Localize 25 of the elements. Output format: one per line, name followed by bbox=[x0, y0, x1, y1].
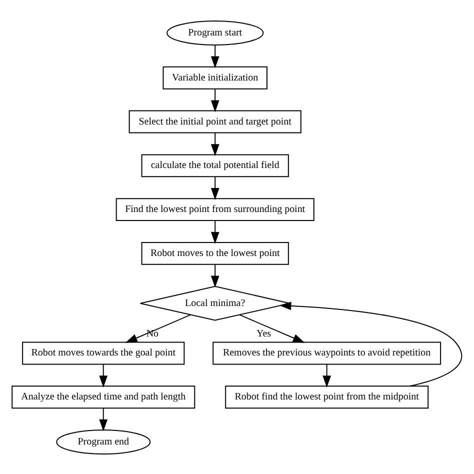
arrow bbox=[210, 220, 220, 244]
edge-label: Yes bbox=[256, 328, 272, 339]
arrow bbox=[210, 132, 220, 156]
arrow bbox=[210, 44, 220, 68]
node-box: calculate the total potential field bbox=[141, 154, 289, 177]
arrow bbox=[99, 363, 108, 388]
node-box: Robot moves to the lowest point bbox=[141, 242, 289, 264]
node-box: Variable initialization bbox=[162, 66, 268, 89]
node-box: Robot find the lowest point from the midpoint bbox=[225, 385, 429, 408]
edge-label: No bbox=[146, 328, 159, 339]
node-box: Robot moves towards the goal point bbox=[22, 341, 185, 364]
node-box: Analyze the elapsed time and path length bbox=[12, 385, 196, 408]
node-box: Find the lowest point from surrounding point bbox=[116, 198, 314, 221]
arrow bbox=[99, 408, 108, 431]
node-ellipse: Program start bbox=[166, 20, 264, 45]
arrow bbox=[210, 264, 220, 288]
arrow bbox=[210, 176, 220, 200]
arrow bbox=[210, 88, 220, 112]
arrow bbox=[279, 301, 462, 386]
arrow bbox=[125, 314, 192, 342]
node-box: Removes the previous waypoints to avoid repetition bbox=[212, 341, 442, 364]
node-box: Select the initial point and target point bbox=[128, 110, 302, 133]
arrow bbox=[322, 363, 332, 388]
node-ellipse: Program end bbox=[56, 429, 151, 454]
arrow bbox=[239, 314, 305, 342]
